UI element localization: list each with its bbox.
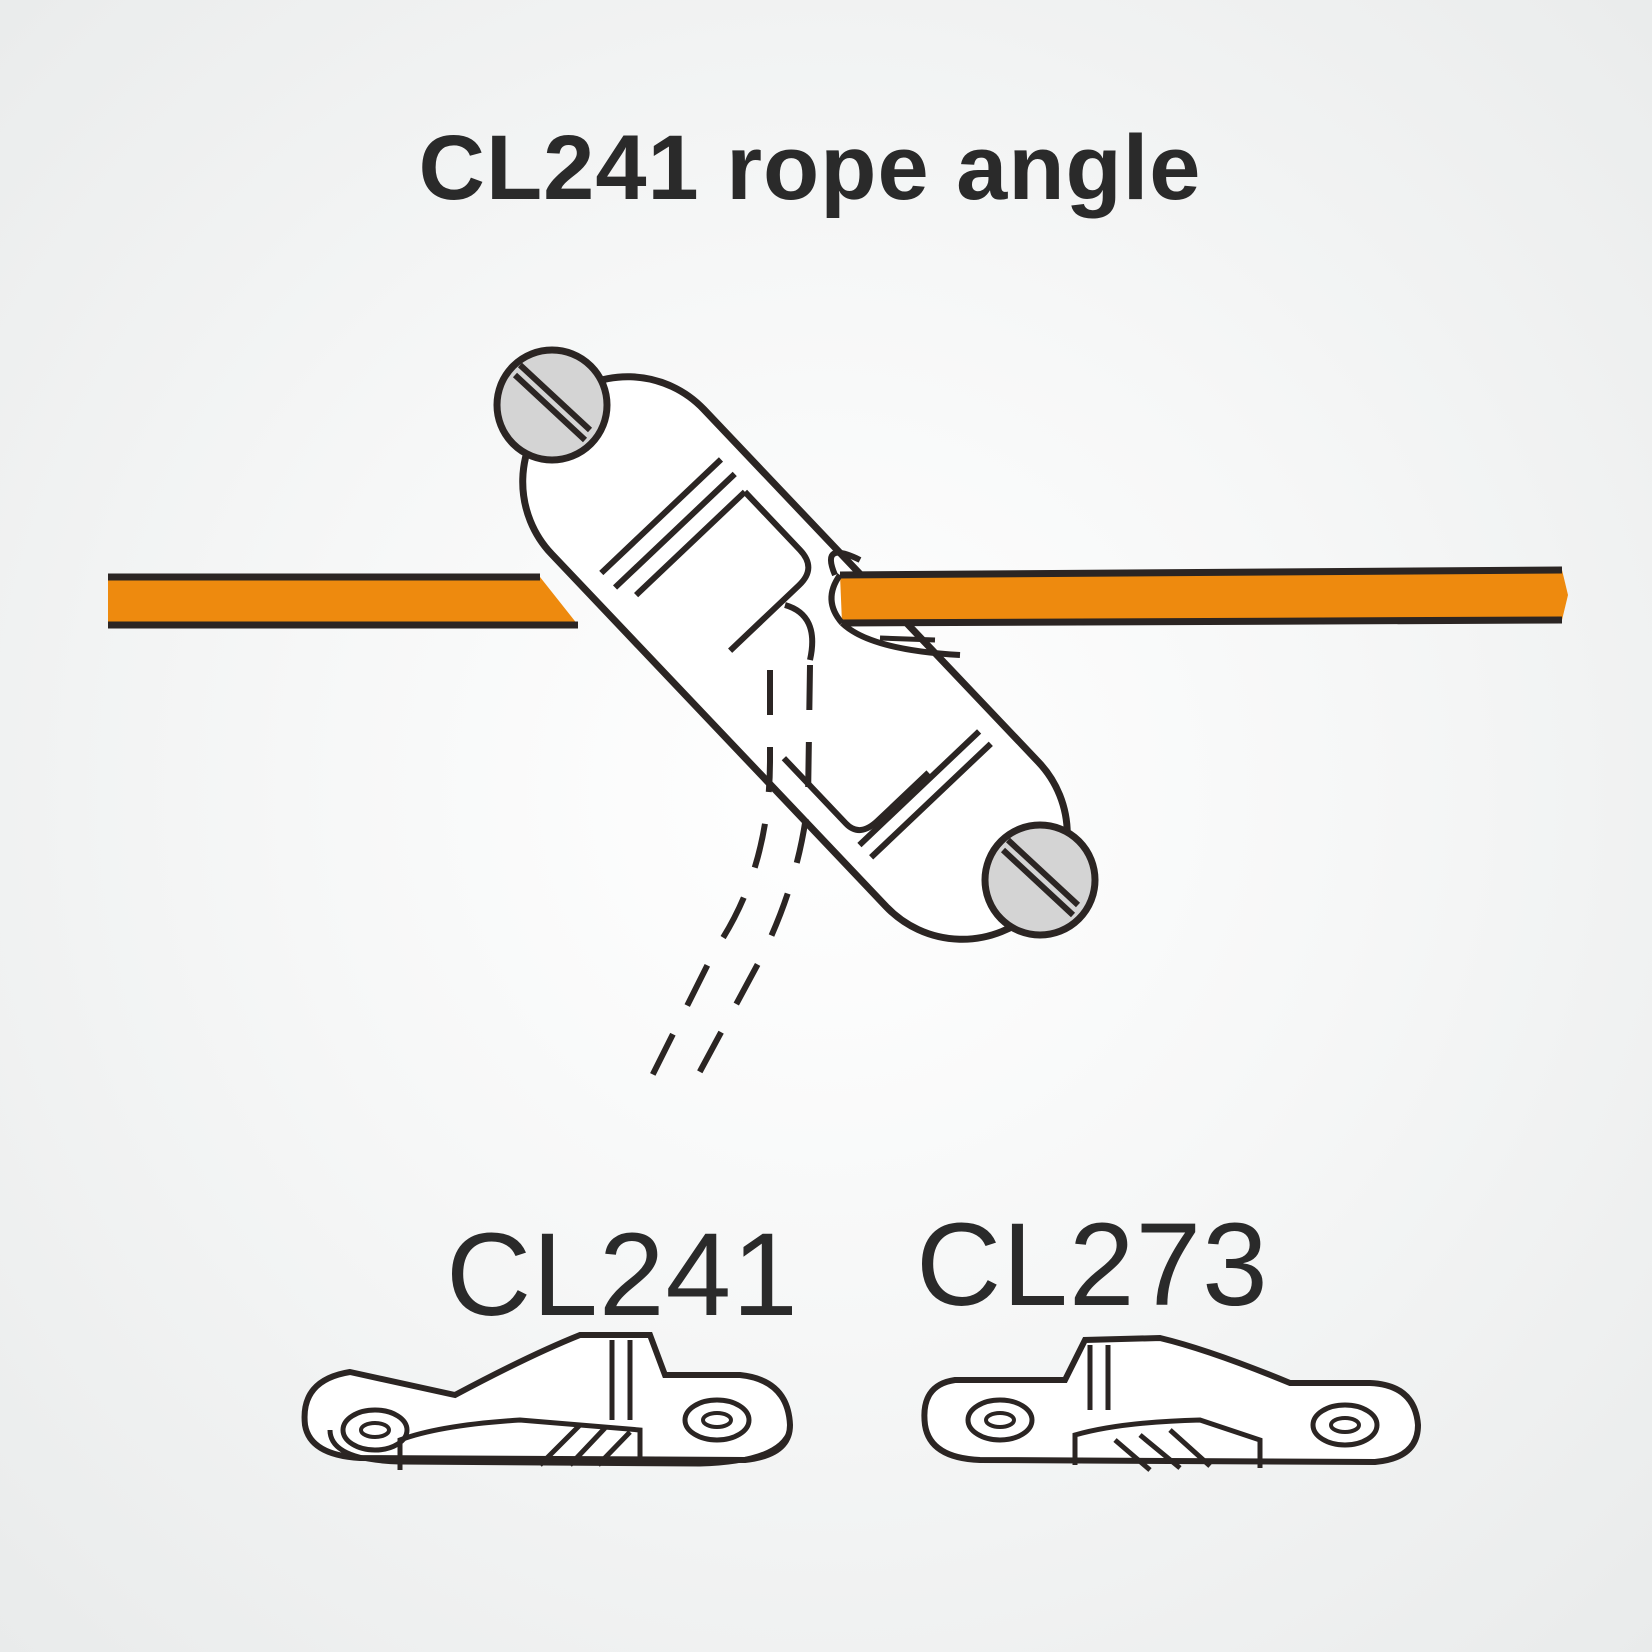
diagram-title: CL241 rope angle <box>418 117 1202 219</box>
screw-bottom <box>981 821 1099 939</box>
cl273-side-view <box>921 1334 1422 1472</box>
rope-right-segment <box>828 549 1568 658</box>
product-label-cl241: CL241 <box>446 1209 799 1341</box>
cl241-side-view <box>301 1332 794 1470</box>
product-label-cl273: CL273 <box>916 1199 1269 1331</box>
rope-left-segment <box>108 573 578 629</box>
rope-alternate-path <box>637 664 813 1102</box>
screw-top <box>493 346 611 464</box>
